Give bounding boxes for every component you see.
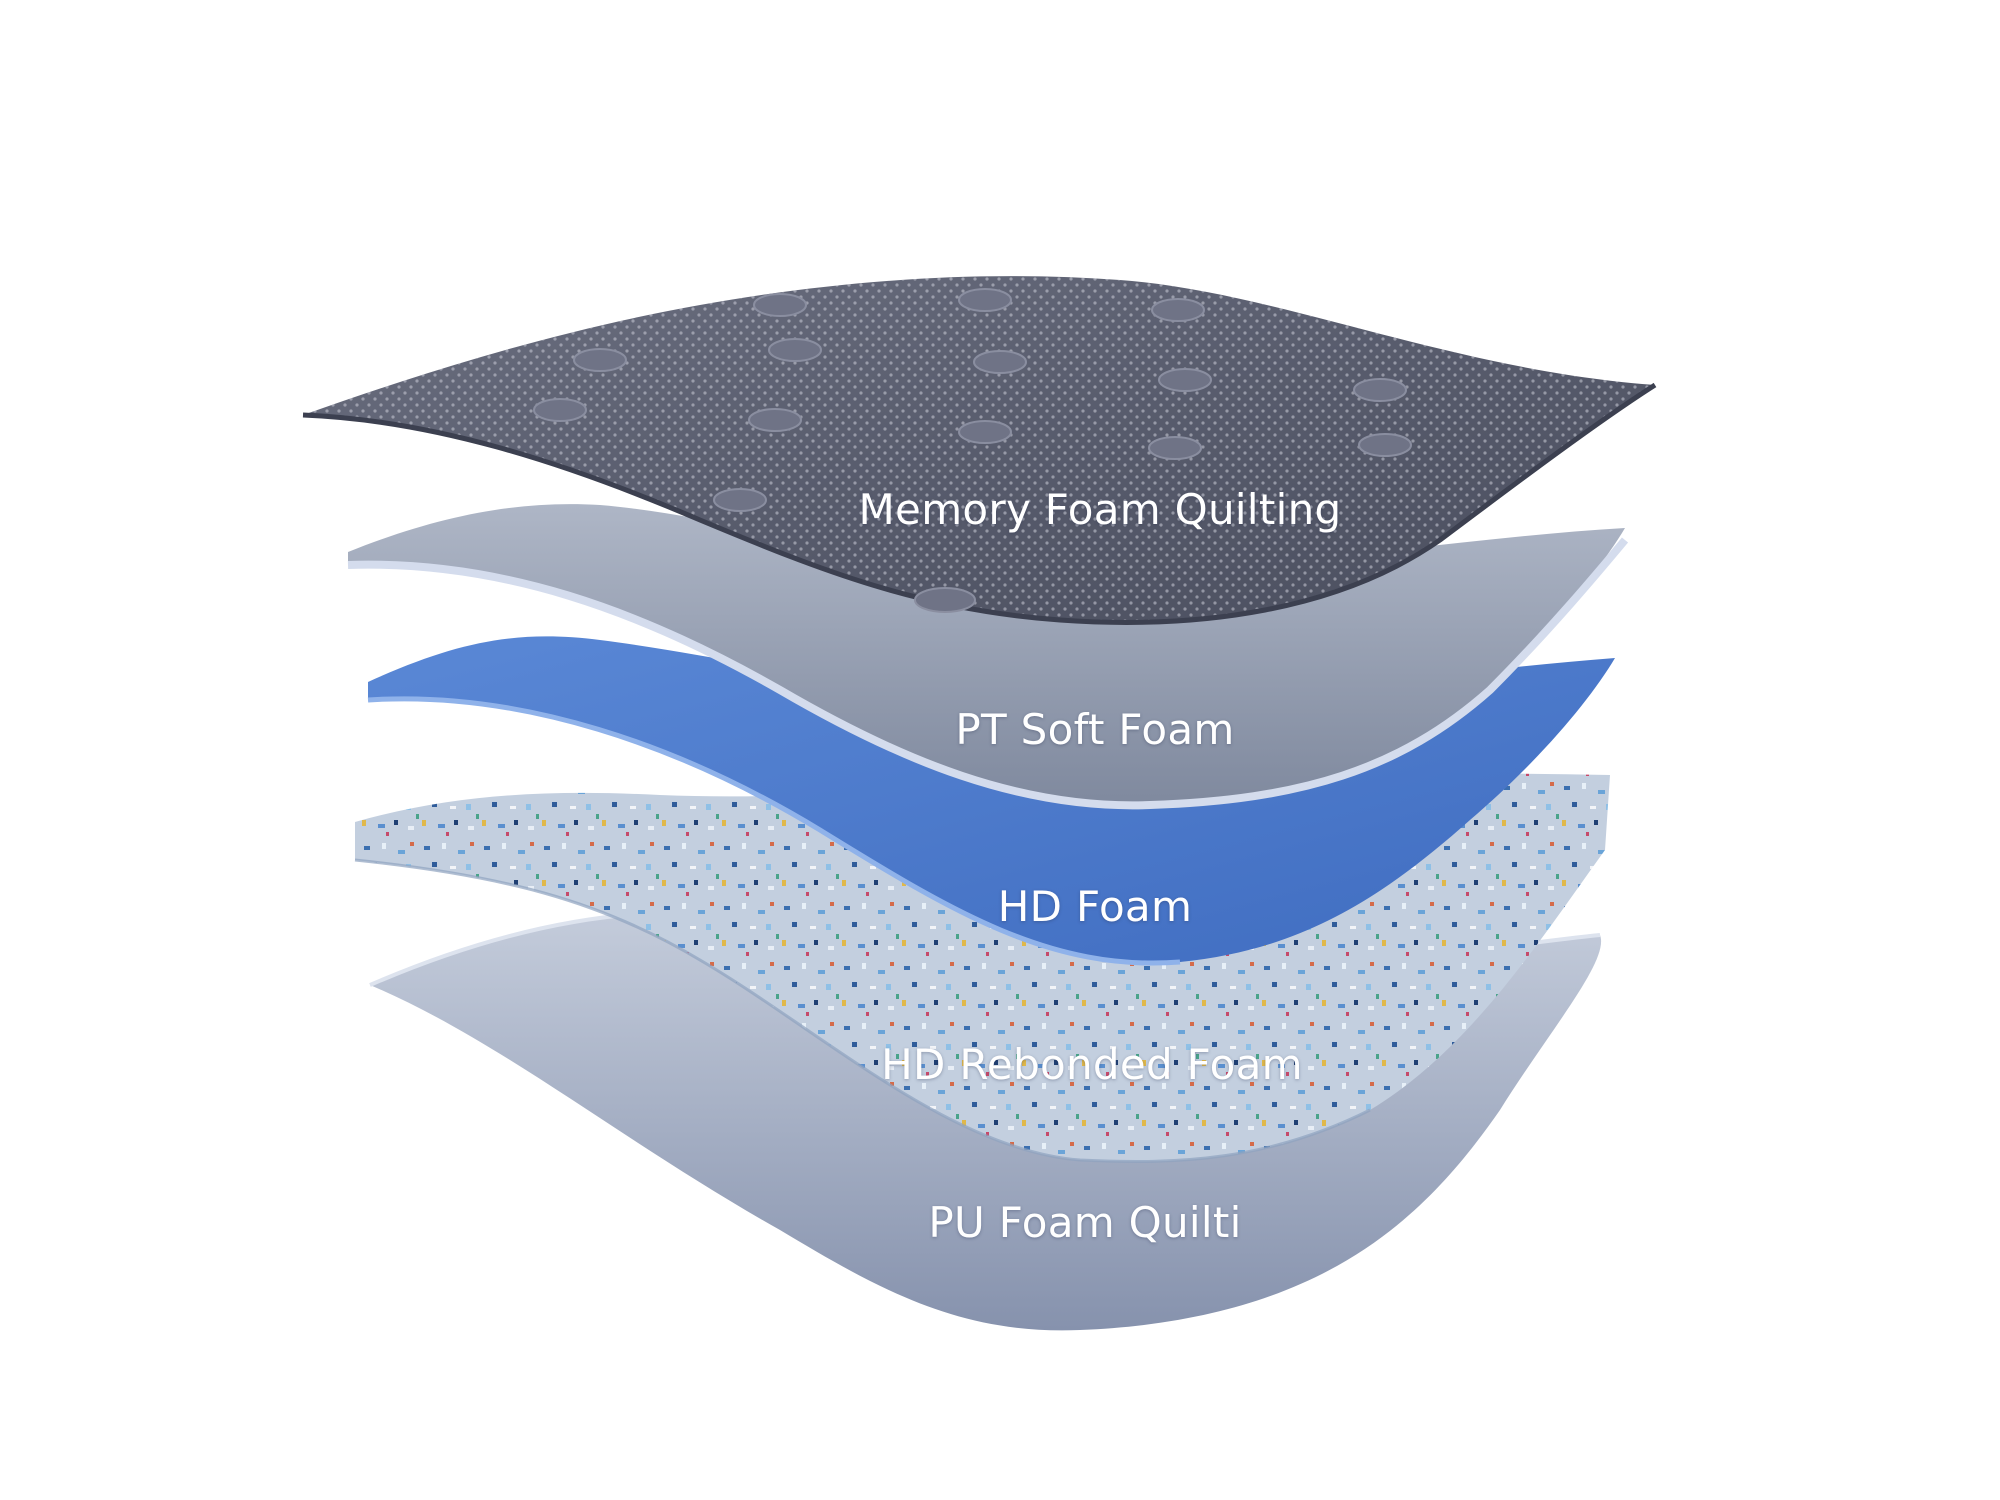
memory-foam-quilting-layer	[302, 276, 1657, 625]
label-hd-rebonded-foam: HD Rebonded Foam	[881, 1040, 1303, 1089]
label-memory-foam-quilting: Memory Foam Quilting	[858, 485, 1342, 534]
label-pu-foam-quilting: PU Foam Quilti	[928, 1198, 1242, 1247]
label-pt-soft-foam: PT Soft Foam	[955, 705, 1235, 754]
quilting-buttons	[533, 288, 1412, 613]
label-hd-foam: HD Foam	[997, 882, 1193, 931]
